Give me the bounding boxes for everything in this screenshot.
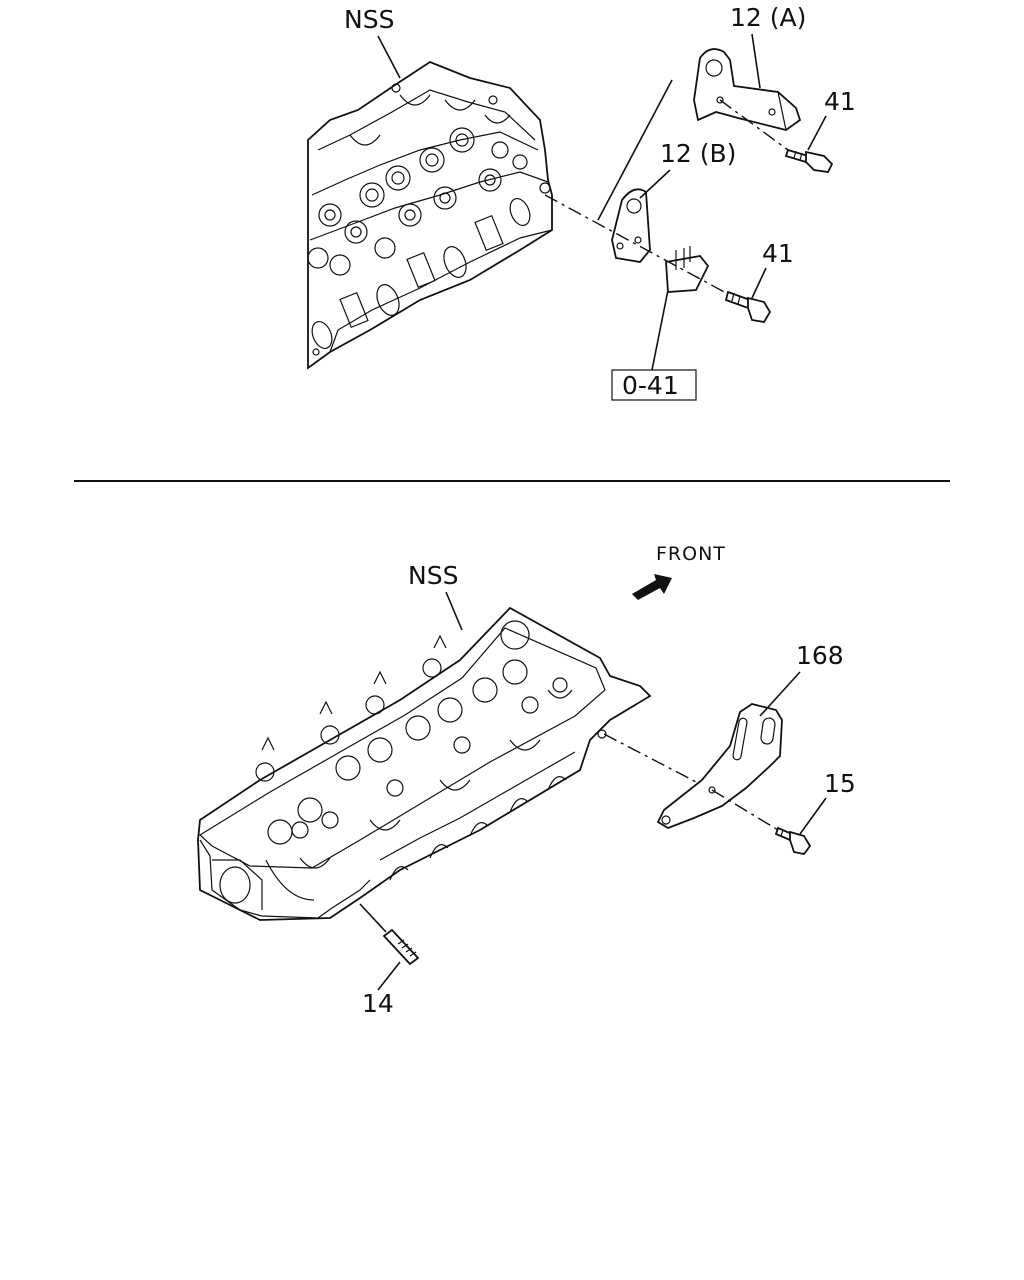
bolt-41-lower-leader bbox=[751, 267, 767, 299]
bottom-section: FRONT bbox=[197, 543, 856, 1018]
bracket-12a-to-head-line bbox=[597, 79, 673, 221]
bracket-12a bbox=[693, 48, 802, 131]
stud-14-upper-leader bbox=[359, 903, 387, 933]
sensor-clip bbox=[665, 246, 710, 293]
bracket-12a-label: 12 (A) bbox=[730, 3, 806, 32]
bracket-12b-leader bbox=[639, 169, 671, 199]
nss-label-bottom: NSS bbox=[408, 561, 458, 590]
bracket-12a-leader bbox=[751, 33, 761, 89]
bracket-12b-label: 12 (B) bbox=[660, 139, 736, 168]
ref-box[interactable] bbox=[611, 369, 697, 401]
bracket-168-centerline bbox=[603, 733, 701, 785]
bolt-41-upper-leader bbox=[807, 115, 827, 151]
nss-leader-bottom bbox=[445, 591, 463, 631]
stud-14-leader bbox=[377, 961, 401, 991]
bracket-12b-centerline bbox=[544, 194, 729, 295]
bolt-41-lower bbox=[724, 290, 772, 323]
bolt-15-leader bbox=[799, 797, 827, 835]
bolt-41-upper-label: 41 bbox=[824, 87, 856, 116]
stud-14 bbox=[382, 928, 420, 966]
cylinder-head-lower-drawing bbox=[197, 606, 652, 921]
bracket-168 bbox=[656, 703, 783, 829]
cylinder-head-upper-drawing bbox=[307, 60, 553, 370]
bolt-41-upper bbox=[784, 148, 834, 173]
ref-box-leader bbox=[651, 289, 669, 371]
nss-leader-top bbox=[377, 35, 401, 79]
front-label: FRONT bbox=[656, 543, 726, 565]
bracket-168-leader bbox=[759, 671, 801, 717]
bolt-41-lower-label: 41 bbox=[762, 239, 794, 268]
ref-box-label: 0-41 bbox=[622, 371, 679, 400]
nss-label-top: NSS bbox=[344, 5, 394, 34]
bolt-15-centerline bbox=[711, 789, 779, 831]
bracket-12b bbox=[611, 188, 651, 263]
bolt-15 bbox=[774, 826, 812, 855]
bracket-168-label: 168 bbox=[796, 641, 844, 670]
top-section: NSS 12 (A) 41 12 (B) bbox=[307, 3, 856, 401]
bolt-15-label: 15 bbox=[824, 769, 856, 798]
front-arrow-icon bbox=[632, 574, 672, 600]
stud-14-label: 14 bbox=[362, 989, 394, 1018]
